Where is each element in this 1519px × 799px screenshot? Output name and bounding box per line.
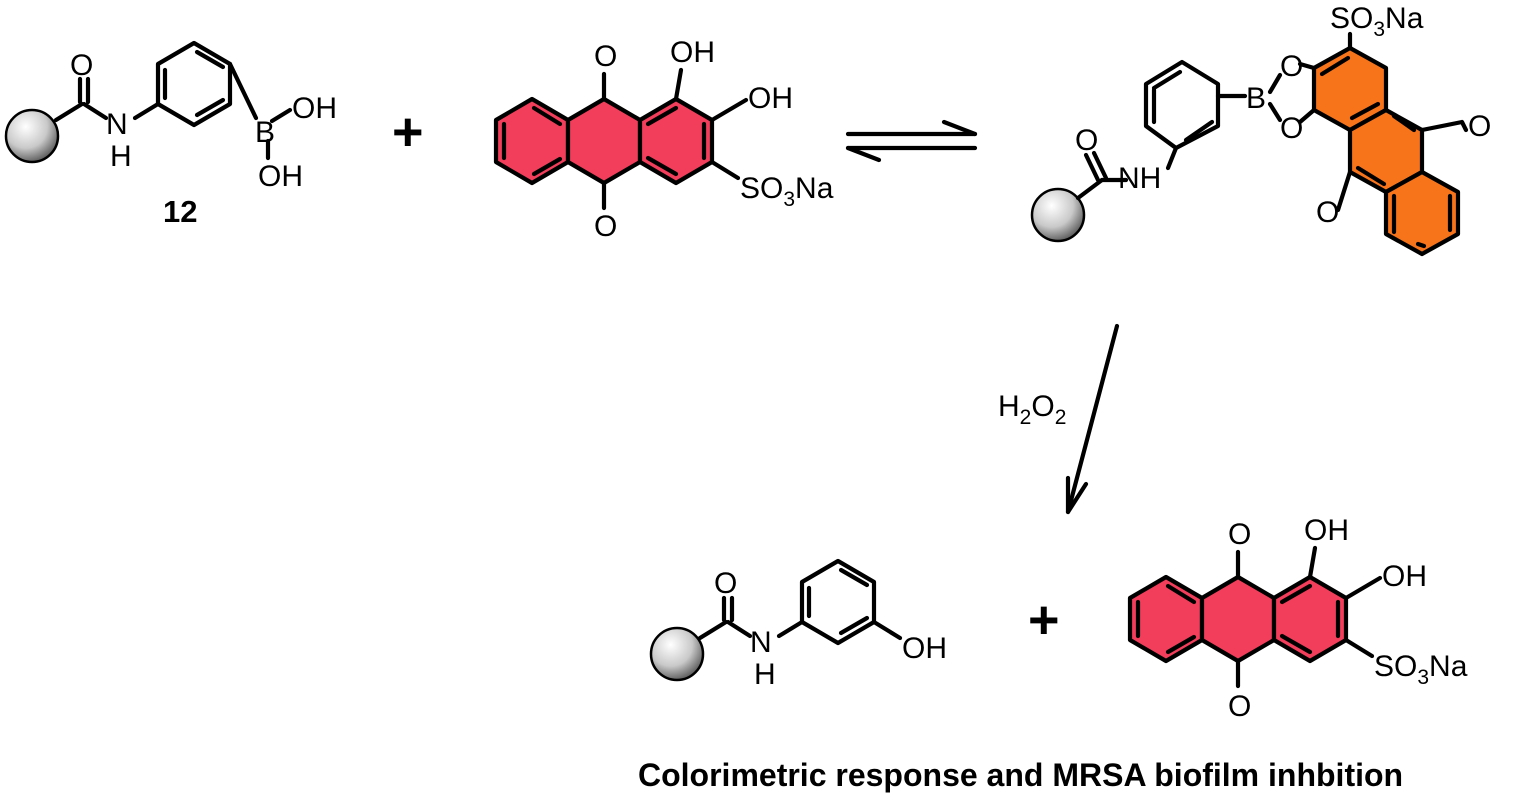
alizarin-dye-bottom: O O OH OH SO3Na xyxy=(1127,514,1468,723)
oxidant-label: H2O2 xyxy=(998,390,1066,429)
final-quinone-o-bottom: O xyxy=(1228,690,1251,723)
quinone-o-top: O xyxy=(594,40,617,73)
boron-atom: B xyxy=(255,116,275,149)
polymer-bead-icon xyxy=(4,108,60,164)
boronic-acid-reactant: O N H B OH OH 12 xyxy=(4,40,337,229)
benzene-ring xyxy=(1143,59,1221,151)
quinone-o-bottom: O xyxy=(594,210,617,243)
boron-oh-top: OH xyxy=(292,92,337,125)
ester-o-1: O xyxy=(1280,50,1303,83)
product-sulfonate: SO3Na xyxy=(1330,2,1424,41)
product-nh: NH xyxy=(1118,162,1161,195)
phenol-oh: OH xyxy=(902,632,947,665)
final-dye-oh-1: OH xyxy=(1304,514,1349,547)
dye-sulfonate: SO3Na xyxy=(740,172,834,211)
boronate-ester-product: B O O O NH O O SO3Na xyxy=(1030,2,1491,257)
product-quinone-o-2: O xyxy=(1316,196,1339,229)
compound-number: 12 xyxy=(163,194,197,229)
phenol-amide-n: N xyxy=(750,626,772,659)
dye-oh-1: OH xyxy=(670,36,715,69)
dye-oh-2: OH xyxy=(748,82,793,115)
benzene-ring xyxy=(155,40,233,128)
product-boron-atom: B xyxy=(1246,82,1266,115)
final-dye-sulfonate: SO3Na xyxy=(1374,650,1468,689)
equilibrium-arrow xyxy=(845,119,978,163)
phenol-carbonyl-o: O xyxy=(714,567,737,600)
plus-sign-top: + xyxy=(392,102,424,162)
polymer-bead-icon xyxy=(1030,187,1086,243)
final-dye-oh-2: OH xyxy=(1382,560,1427,593)
oxidation-arrow: H2O2 xyxy=(998,323,1120,515)
polymer-bead-icon xyxy=(649,626,705,682)
scheme-caption: Colorimetric response and MRSA biofilm i… xyxy=(638,757,1403,793)
plus-sign-bottom: + xyxy=(1028,590,1060,650)
alizarin-dye-top: O O OH OH SO3Na xyxy=(493,36,834,243)
ester-o-2: O xyxy=(1280,112,1303,145)
product-carbonyl-o: O xyxy=(1075,124,1098,157)
phenol-amide-h: H xyxy=(754,658,776,691)
amide-n: N xyxy=(106,108,128,141)
amide-h: H xyxy=(110,140,132,173)
boron-oh-bottom: OH xyxy=(258,160,303,193)
product-quinone-o-1: O xyxy=(1468,110,1491,143)
phenol-product: O N H OH xyxy=(649,558,947,691)
carbonyl-o: O xyxy=(70,49,93,82)
final-quinone-o-top: O xyxy=(1228,518,1251,551)
benzene-ring xyxy=(799,558,877,646)
